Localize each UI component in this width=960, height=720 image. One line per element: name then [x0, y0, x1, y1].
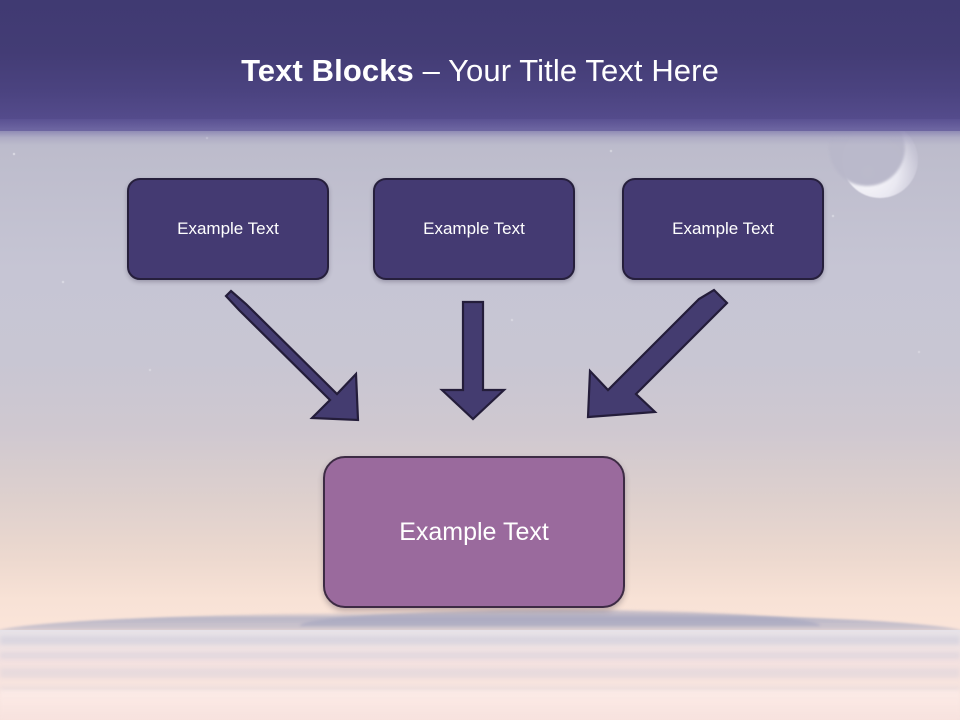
page-title-dash: – [413, 53, 449, 88]
text-block-1-label: Example Text [177, 219, 279, 238]
sea-band [0, 686, 960, 692]
result-text-block[interactable]: Example Text [323, 456, 625, 608]
sea-shine [0, 690, 960, 720]
sea-band [0, 636, 960, 645]
title-banner [0, 0, 960, 131]
result-text-block-label: Example Text [399, 517, 549, 546]
page-title: Text Blocks – Your Title Text Here [0, 51, 960, 91]
title-banner-fade [0, 119, 960, 145]
text-block-3-label: Example Text [672, 219, 774, 238]
text-block-2[interactable]: Example Text [373, 178, 575, 280]
distant-land-ridge-secondary [300, 610, 820, 626]
page-title-strong: Text Blocks [241, 53, 414, 88]
text-block-3[interactable]: Example Text [622, 178, 824, 280]
text-block-2-label: Example Text [423, 219, 525, 238]
sea-band [0, 652, 960, 659]
page-title-light: Your Title Text Here [448, 53, 719, 88]
text-block-1[interactable]: Example Text [127, 178, 329, 280]
sea-band [0, 668, 960, 678]
